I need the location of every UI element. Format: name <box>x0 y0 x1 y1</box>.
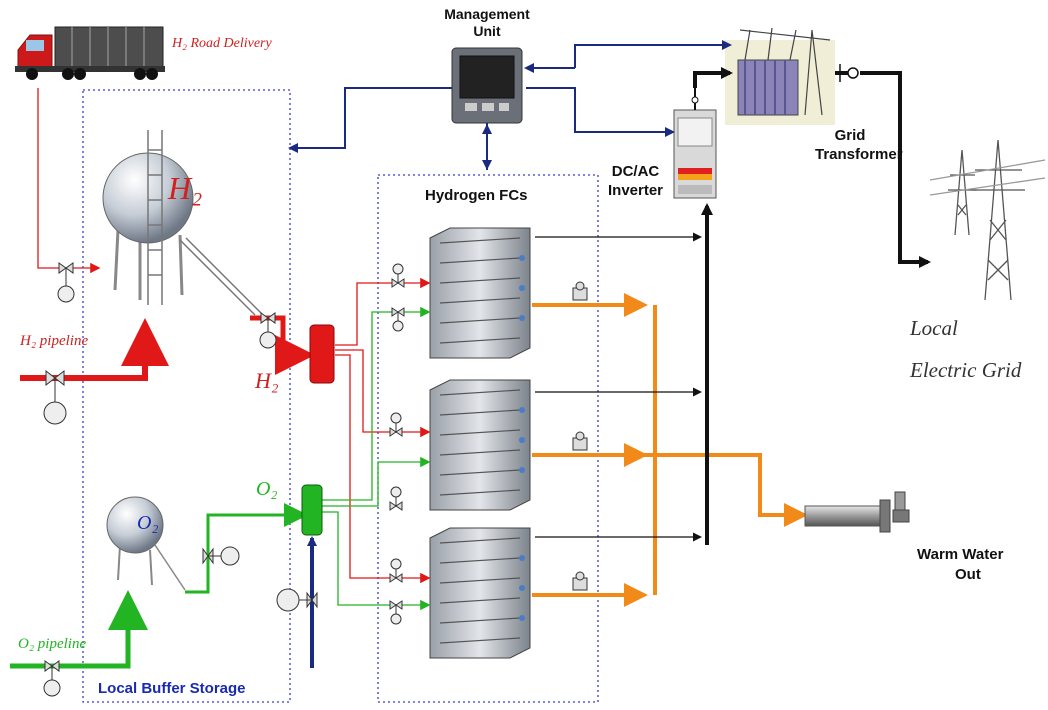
o2-tank-label: O₂ <box>137 512 159 534</box>
oxygen-lines <box>10 306 431 669</box>
local-buffer-storage-label: Local Buffer Storage <box>98 680 246 697</box>
warm-water-out-label-line2: Out <box>955 566 981 583</box>
management-unit-label: Management Unit <box>444 6 530 39</box>
o2-sphere-tank-icon <box>106 496 186 591</box>
truck-icon <box>15 26 165 80</box>
dc-ac-inverter-label: DC/AC Inverter <box>607 163 664 199</box>
o2-pipeline-label: O₂ pipeline <box>18 636 87 652</box>
inverter-icon <box>673 88 717 199</box>
pipe-outlet-icon <box>804 491 910 533</box>
grid-transformer-label: Grid Transformer <box>815 127 903 163</box>
o2-header-label: O₂ <box>256 478 278 500</box>
pylon-icon <box>929 139 1046 301</box>
valve-icon <box>43 262 588 697</box>
fuel-cell-stack-icon <box>429 227 531 659</box>
power-lines <box>535 64 928 545</box>
control-lines <box>288 40 732 170</box>
hydrogen-fcs-label: Hydrogen FCs <box>425 187 528 204</box>
h2-header-manifold <box>309 324 335 384</box>
controller-icon <box>451 47 523 124</box>
h2-sphere-tank-icon <box>102 130 262 316</box>
local-electric-grid-label-line1: Local <box>910 316 958 340</box>
hydrogen-fc-boundary <box>377 174 599 703</box>
h2-pipeline-label: H₂ pipeline <box>20 333 89 349</box>
transformer-icon <box>725 27 835 125</box>
o2-header-manifold <box>301 484 323 536</box>
warm-water-out-label-line1: Warm Water <box>917 546 1004 563</box>
heat-lines <box>532 293 808 607</box>
h2-road-delivery-label: H₂ Road Delivery <box>172 36 272 51</box>
local-buffer-storage-boundary <box>82 89 291 703</box>
local-electric-grid-label-line2: Electric Grid <box>910 358 1022 382</box>
h2-header-label: H₂ <box>255 368 279 393</box>
h2-tank-label: H₂ <box>168 170 203 206</box>
